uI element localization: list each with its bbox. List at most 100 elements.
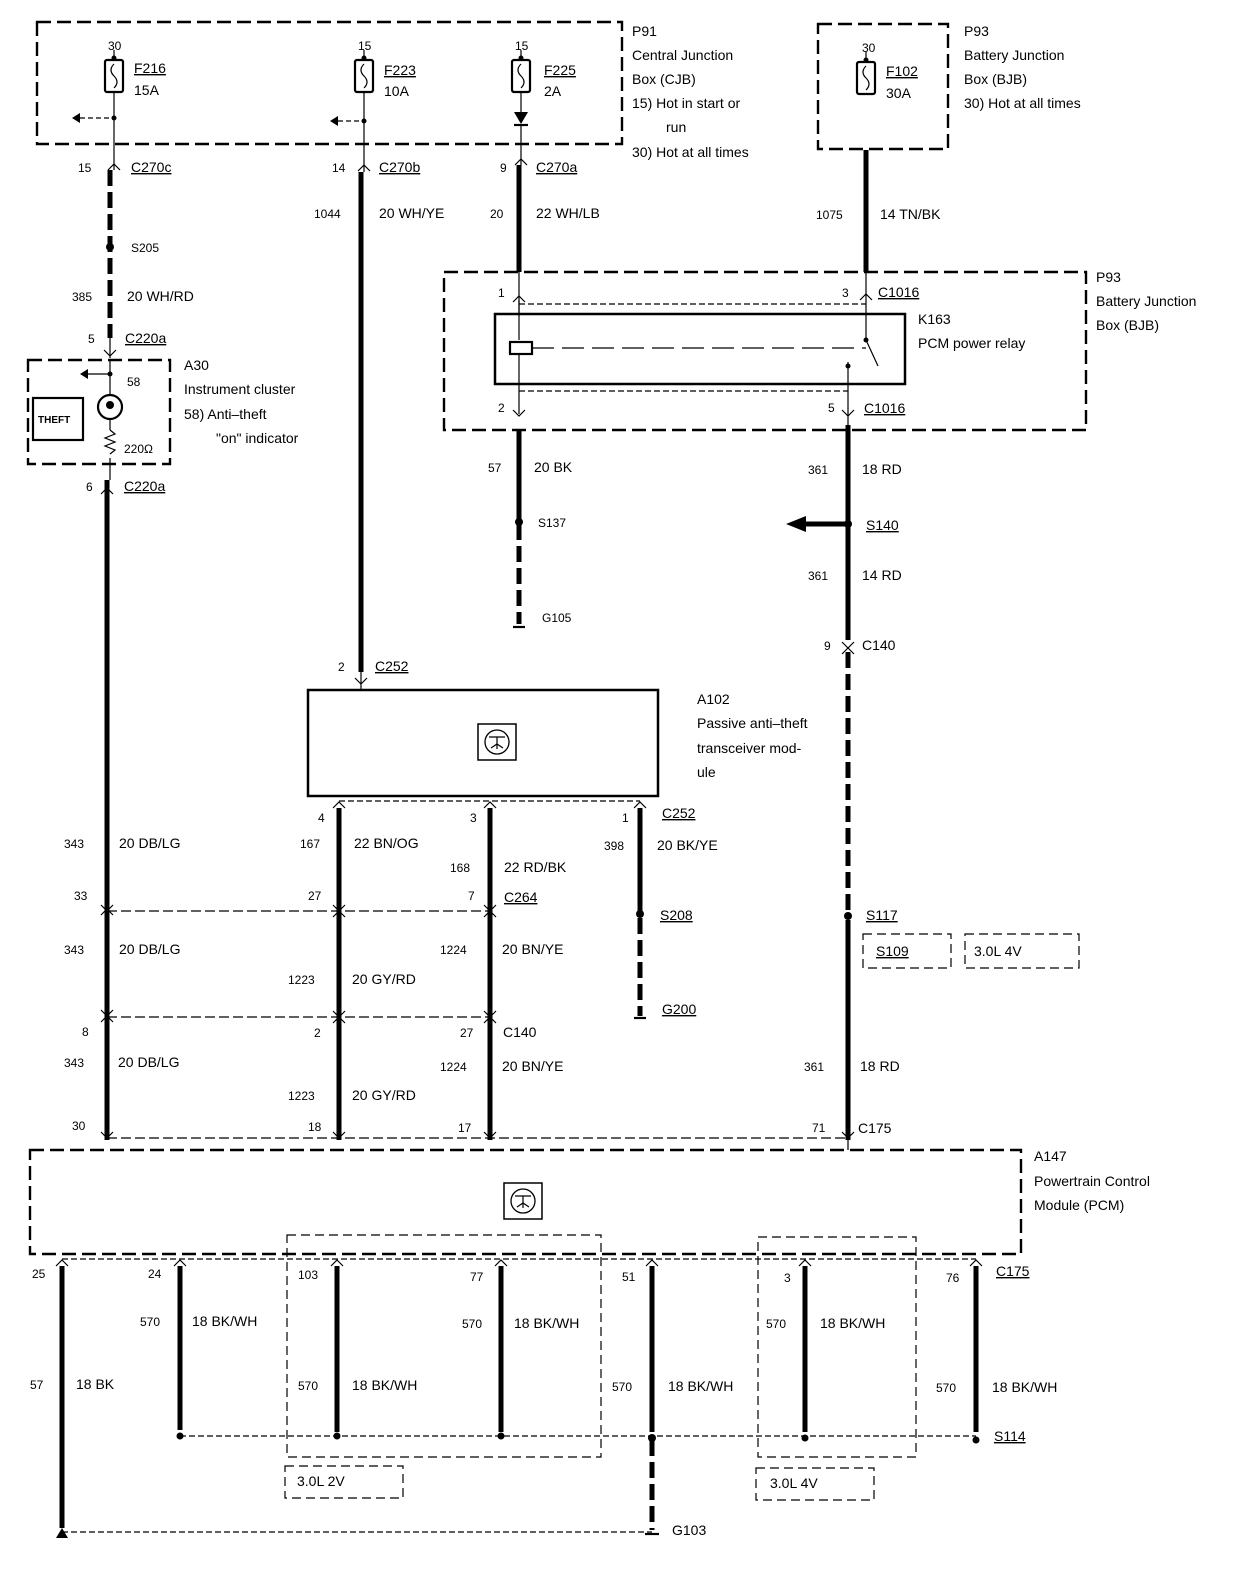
pats-module bbox=[306, 688, 660, 798]
w20-num: 20 bbox=[490, 207, 504, 221]
pcm-pin77: 77 bbox=[470, 1270, 484, 1284]
cjb-note1b: run bbox=[666, 119, 686, 135]
f225-pin: 15 bbox=[515, 39, 529, 53]
v4-label: 3.0L 4V bbox=[770, 1475, 818, 1491]
w343b-type: 20 DB/LG bbox=[119, 941, 180, 957]
pcm-pin76: 76 bbox=[946, 1271, 960, 1285]
c270c-label: C270c bbox=[131, 159, 171, 175]
f225-name: F225 bbox=[544, 62, 576, 78]
w57-num: 57 bbox=[488, 461, 502, 475]
bjb-relay-outline bbox=[442, 270, 1088, 432]
s208-label: S208 bbox=[660, 907, 693, 923]
cjb-note1: 15) Hot in start or bbox=[632, 95, 740, 111]
ground-arrow-icon bbox=[56, 1528, 68, 1538]
w398-num: 398 bbox=[604, 839, 624, 853]
pats-outline bbox=[306, 688, 660, 798]
cjb-outline bbox=[35, 20, 624, 146]
v4-label-box bbox=[755, 1467, 875, 1501]
w1075-num: 1075 bbox=[816, 208, 843, 222]
pats-output-wires bbox=[107, 800, 848, 1140]
w20-type: 22 WH/LB bbox=[536, 205, 600, 221]
module-symbol-icon bbox=[477, 723, 517, 761]
f225-rating: 2A bbox=[544, 83, 562, 99]
bjb-top-note: 30) Hot at all times bbox=[964, 95, 1081, 111]
s109-box bbox=[862, 933, 952, 969]
wire-1044 bbox=[354, 155, 371, 690]
pats-id: A102 bbox=[697, 691, 730, 707]
cluster-name: Instrument cluster bbox=[184, 381, 296, 397]
bjb-relay-title1: Battery Junction bbox=[1096, 293, 1196, 309]
bjb-relay-title2: Box (BJB) bbox=[1096, 317, 1159, 333]
w343b-num: 343 bbox=[64, 943, 84, 957]
c175-bot-label: C175 bbox=[996, 1263, 1030, 1279]
c140-top-label: C140 bbox=[862, 637, 896, 653]
w343a-num: 343 bbox=[64, 837, 84, 851]
resistor-icon bbox=[103, 429, 117, 455]
cjb-title1: Central Junction bbox=[632, 47, 733, 63]
wire-20 bbox=[514, 155, 528, 316]
s109-label: S109 bbox=[876, 943, 909, 959]
g105-label: G105 bbox=[542, 611, 572, 625]
relay-switch-icon bbox=[865, 339, 879, 367]
w1224a-type: 20 BN/YE bbox=[502, 941, 563, 957]
w167-num: 167 bbox=[300, 837, 320, 851]
f223-pin: 15 bbox=[358, 39, 372, 53]
pcm-pin24: 24 bbox=[148, 1267, 162, 1281]
w570-f-type: 18 BK/WH bbox=[992, 1379, 1057, 1395]
f216-name: F216 bbox=[134, 60, 166, 76]
w1224b-num: 1224 bbox=[440, 1060, 467, 1074]
c140-pin27: 27 bbox=[460, 1026, 474, 1040]
c175-pin30: 30 bbox=[72, 1119, 86, 1133]
relay-id: K163 bbox=[918, 311, 951, 327]
cluster-pin58: 58 bbox=[127, 375, 141, 389]
w1044-num: 1044 bbox=[314, 207, 341, 221]
relay-pin2: 2 bbox=[498, 401, 505, 415]
s117-label: S117 bbox=[866, 907, 898, 923]
cluster-note1: 58) Anti–theft bbox=[184, 406, 267, 422]
w570-a-type: 18 BK/WH bbox=[192, 1313, 257, 1329]
w1223b-num: 1223 bbox=[288, 1089, 315, 1103]
w570-a-num: 570 bbox=[140, 1315, 160, 1329]
w1075-type: 14 TN/BK bbox=[880, 206, 941, 222]
f102-pin: 30 bbox=[862, 41, 876, 55]
w570-d-num: 570 bbox=[298, 1379, 318, 1393]
w57b-type: 18 BK bbox=[76, 1376, 115, 1392]
pcm-pin25: 25 bbox=[32, 1267, 46, 1281]
fuse-f225: 15 F225 2A bbox=[510, 39, 576, 155]
c220a-pin5: 5 bbox=[88, 332, 95, 346]
wire-361 bbox=[786, 425, 855, 1150]
bjb-relay-box bbox=[442, 270, 1088, 432]
w1224b-type: 20 BN/YE bbox=[502, 1058, 563, 1074]
c264-pin33: 33 bbox=[74, 889, 88, 903]
fuse-f216: 30 F216 15A bbox=[72, 39, 166, 155]
w385-type: 20 WH/RD bbox=[127, 288, 194, 304]
pcm-ground-wires bbox=[55, 1234, 983, 1538]
s137-label: S137 bbox=[538, 516, 566, 530]
w1223a-num: 1223 bbox=[288, 973, 315, 987]
c220a-top-label: C220a bbox=[125, 330, 166, 346]
f223-rating: 10A bbox=[384, 83, 410, 99]
diode-icon bbox=[514, 112, 528, 124]
bjb-top-title2: Box (BJB) bbox=[964, 71, 1027, 87]
w168-num: 168 bbox=[450, 861, 470, 875]
c1016-bot: C1016 bbox=[864, 400, 905, 416]
relay-pin3: 3 bbox=[842, 286, 849, 300]
s114-label: S114 bbox=[994, 1428, 1026, 1444]
w343a-type: 20 DB/LG bbox=[119, 835, 180, 851]
relay-coil-icon bbox=[508, 340, 534, 356]
w361b-num: 361 bbox=[808, 569, 828, 583]
c270b-pin: 14 bbox=[332, 161, 346, 175]
relay-pin5: 5 bbox=[828, 401, 835, 415]
c140-pin2: 2 bbox=[314, 1026, 321, 1040]
cjb-id: P91 bbox=[632, 23, 657, 39]
pats-pin1: 1 bbox=[622, 811, 629, 825]
cluster-id: A30 bbox=[184, 357, 209, 373]
s205-label: S205 bbox=[131, 241, 159, 255]
c270c-pin: 15 bbox=[78, 161, 92, 175]
w1223a-type: 20 GY/RD bbox=[352, 971, 416, 987]
w57b-num: 57 bbox=[30, 1378, 44, 1392]
c270a-pin: 9 bbox=[500, 161, 507, 175]
c264-pin7: 7 bbox=[468, 889, 475, 903]
cjb-title2: Box (CJB) bbox=[632, 71, 696, 87]
